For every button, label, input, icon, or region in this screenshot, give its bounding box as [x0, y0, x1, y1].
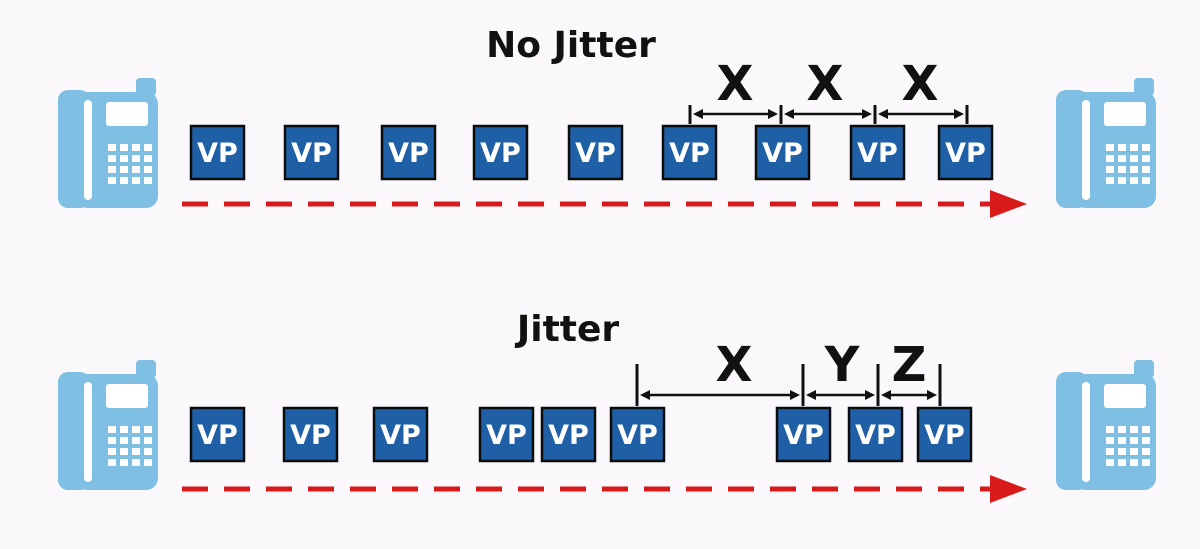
packet-label: VP [480, 138, 521, 169]
packet: VP [754, 124, 811, 181]
packet: VP [472, 124, 529, 181]
sender-phone-icon [58, 78, 158, 208]
packet-label: VP [857, 138, 898, 169]
sender-phone-icon [58, 360, 158, 490]
packet-label: VP [388, 138, 429, 169]
interval-label: X [715, 337, 752, 393]
packet: VP [540, 406, 597, 463]
interval-arrow [881, 390, 937, 400]
transmission-arrow [182, 475, 1027, 503]
packet: VP [380, 124, 437, 181]
packet-label: VP [486, 420, 527, 451]
jitter-diagram-row: Jitter [58, 309, 1156, 503]
packet-label: VP [380, 420, 421, 451]
interval-arrow [878, 109, 964, 119]
packet: VP [937, 124, 994, 181]
packet-label: VP [945, 138, 986, 169]
packet-label: VP [290, 420, 331, 451]
packet: VP [775, 406, 832, 463]
packet-label: VP [291, 138, 332, 169]
interval-label: Y [824, 337, 861, 393]
packet: VP [478, 406, 535, 463]
receiver-phone-icon [1056, 360, 1156, 490]
transmission-arrow [182, 190, 1027, 218]
packet-label: VP [617, 420, 658, 451]
packet: VP [283, 124, 340, 181]
packet: VP [372, 406, 429, 463]
interval-label: X [901, 56, 938, 112]
packet: VP [609, 406, 666, 463]
packet-label: VP [548, 420, 589, 451]
diagram-title: Jitter [514, 309, 620, 350]
interval-label: Z [892, 337, 927, 393]
packet: VP [189, 406, 246, 463]
packet: VP [567, 124, 624, 181]
packet-label: VP [762, 138, 803, 169]
interval-arrow [640, 390, 800, 400]
packet: VP [282, 406, 339, 463]
packet-label: VP [669, 138, 710, 169]
interval-label: X [806, 56, 843, 112]
packet: VP [847, 406, 904, 463]
packet: VP [849, 124, 906, 181]
packet: VP [916, 406, 973, 463]
packet-label: VP [575, 138, 616, 169]
no-jitter-diagram: No Jitter [58, 25, 1156, 218]
diagram-title: No Jitter [486, 25, 656, 66]
interval-arrow [806, 390, 875, 400]
interval-arrow [784, 109, 872, 119]
interval-label: X [716, 56, 753, 112]
packet: VP [661, 124, 718, 181]
interval-markers: X Y Z [635, 337, 942, 406]
packet-label: VP [783, 420, 824, 451]
packet-label: VP [855, 420, 896, 451]
packet-label: VP [197, 420, 238, 451]
receiver-phone-icon [1056, 78, 1156, 208]
packet-label: VP [197, 138, 238, 169]
interval-arrow [693, 109, 778, 119]
packet: VP [189, 124, 246, 181]
packet-label: VP [924, 420, 965, 451]
interval-markers: X X X [688, 56, 969, 124]
